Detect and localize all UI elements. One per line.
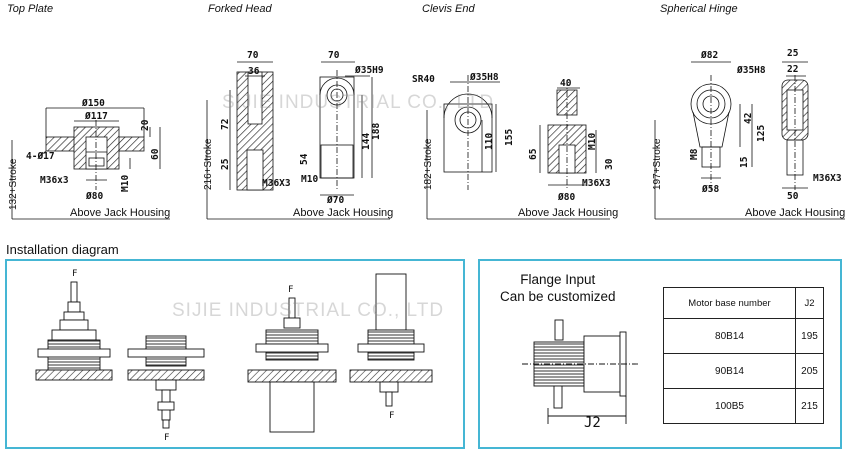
ce-n30: 30 <box>604 158 615 170</box>
spherical-hinge-drawing <box>654 61 845 220</box>
title-forked-head: Forked Head <box>208 3 272 15</box>
ce-m10: M10 <box>587 133 598 150</box>
top-plate-drawing <box>11 107 170 220</box>
sh-n125: 125 <box>756 125 767 142</box>
tp-n20: 20 <box>140 119 151 131</box>
sh-note: Above Jack Housing <box>745 207 845 219</box>
title-top-plate: Top Plate <box>7 3 54 15</box>
table-cell: 100B5 <box>663 388 796 424</box>
flange-line-1: Flange Input <box>520 272 596 287</box>
fh-note: Above Jack Housing <box>293 207 393 219</box>
sh-m8: M8 <box>689 148 700 160</box>
fh-n188: 188 <box>371 123 382 140</box>
table-header-row: Motor base number J2 <box>663 287 825 319</box>
ce-note: Above Jack Housing <box>518 207 618 219</box>
tp-d117: Ø117 <box>84 111 108 122</box>
fh-m10: M10 <box>301 174 318 185</box>
tp-n60: 60 <box>150 148 161 160</box>
fh-d70: Ø70 <box>326 195 344 206</box>
sh-n42: 42 <box>743 113 754 124</box>
tp-d80: Ø80 <box>85 191 103 202</box>
sh-d82: Ø82 <box>700 50 718 61</box>
ce-n40: 40 <box>560 78 572 89</box>
fh-thread: M36X3 <box>262 178 291 189</box>
table-row: 80B14 195 <box>663 318 825 354</box>
dimension-drawings: Ø150 Ø117 20 60 4-Ø17 M36x3 M10 Ø80 132+… <box>8 48 845 220</box>
installation-panel <box>5 259 465 449</box>
tp-holes: 4-Ø17 <box>26 151 55 162</box>
ce-n65: 65 <box>528 148 539 160</box>
ce-n110: 110 <box>484 133 495 150</box>
fh-w36: 36 <box>248 66 260 77</box>
table-row: 100B5 215 <box>663 388 825 424</box>
fh-height: 216+Stroke <box>203 138 214 190</box>
sh-height: 197+Stroke <box>652 138 663 190</box>
flange-panel <box>478 259 842 449</box>
watermark-top: SIJIE INDUSTRIAL CO., LTD <box>222 92 495 113</box>
fh-d35: Ø35H9 <box>354 65 384 76</box>
table-cell: 205 <box>794 353 825 389</box>
table-cell: 195 <box>794 318 825 354</box>
ce-height: 182+Stroke <box>423 138 434 190</box>
fh-n144: 144 <box>361 133 372 150</box>
tp-note: Above Jack Housing <box>70 207 170 219</box>
table-cell: 215 <box>794 388 825 424</box>
table-cell: 80B14 <box>663 318 796 354</box>
tp-m10: M10 <box>120 175 131 192</box>
sh-n15: 15 <box>739 156 750 168</box>
fh-n72: 72 <box>220 119 231 130</box>
watermark-bottom: SIJIE INDUSTRIAL CO., LTD <box>172 300 445 321</box>
table-cell: 90B14 <box>663 353 796 389</box>
sh-w25: 25 <box>787 48 799 59</box>
fh-w70a: 70 <box>247 50 259 61</box>
ce-d80: Ø80 <box>557 192 575 203</box>
fh-w70b: 70 <box>328 50 340 61</box>
sh-d35: Ø35H8 <box>736 65 766 76</box>
sh-d58: Ø58 <box>701 184 719 195</box>
installation-heading: Installation diagram <box>6 242 119 257</box>
table-header-motor-base: Motor base number <box>663 287 796 319</box>
title-spherical-hinge: Spherical Hinge <box>660 3 738 15</box>
tp-height: 132+Stroke <box>8 158 19 210</box>
motor-base-table: Motor base number J2 80B14 195 90B14 205… <box>663 287 825 424</box>
tp-d150: Ø150 <box>81 98 105 109</box>
sh-n50: 50 <box>787 191 799 202</box>
title-clevis-end: Clevis End <box>422 3 475 15</box>
flange-line-2: Can be customized <box>500 289 616 304</box>
table-header-j2: J2 <box>794 287 825 319</box>
sh-w22: 22 <box>787 64 798 75</box>
fh-n54: 54 <box>299 153 310 165</box>
ce-n155: 155 <box>504 129 515 146</box>
tp-thread: M36x3 <box>40 175 69 186</box>
ce-d35: Ø35H8 <box>469 72 499 83</box>
ce-thread: M36X3 <box>582 178 611 189</box>
clevis-end-drawing <box>426 75 610 220</box>
ce-sr40: SR40 <box>412 74 435 85</box>
table-row: 90B14 205 <box>663 353 825 389</box>
sh-thread: M36X3 <box>813 173 842 184</box>
fh-n25: 25 <box>220 158 231 170</box>
flange-note: Flange Input Can be customized <box>500 271 616 305</box>
forked-head-drawing <box>206 61 390 220</box>
